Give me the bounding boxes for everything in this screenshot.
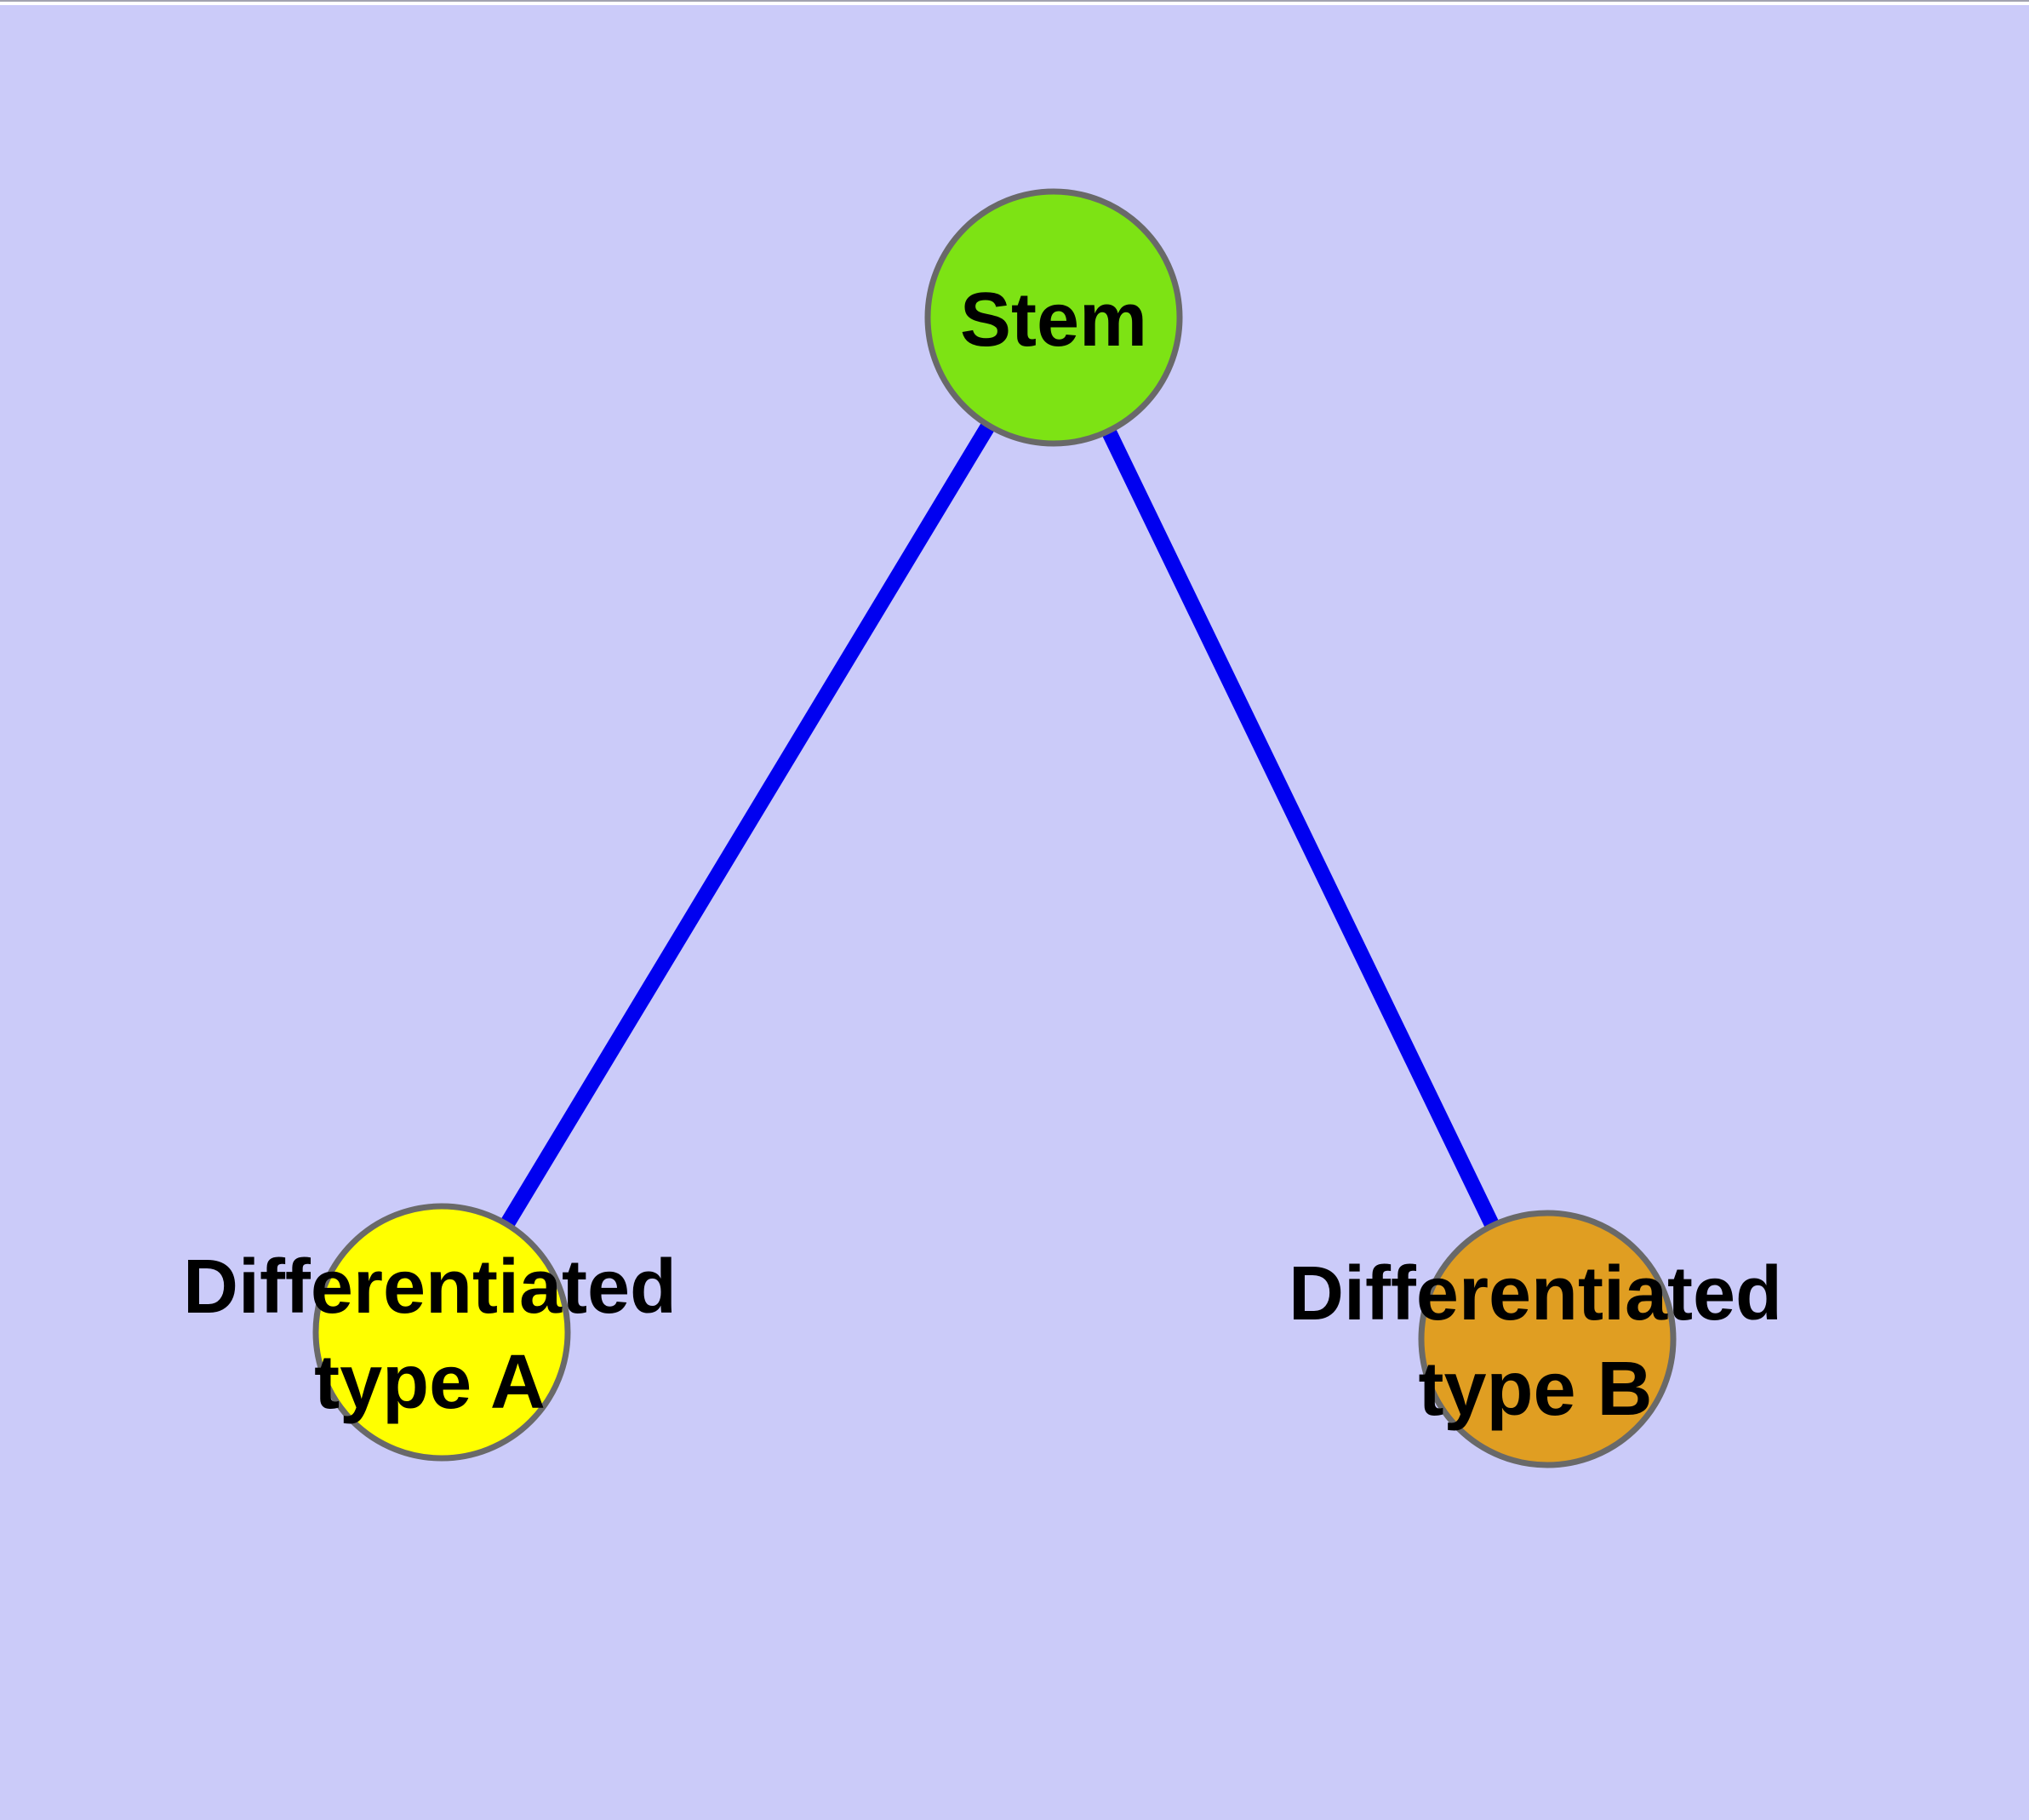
window-top-hairline (0, 0, 2029, 2)
node-label-stem-line-1: Stem (960, 278, 1147, 363)
node-label-differentiated-type-b-line-2: type B (1418, 1347, 1652, 1432)
node-label-differentiated-type-a-line-1: Differentiated (183, 1245, 677, 1330)
edge-stem-to-differentiated-type-a (435, 313, 1060, 1336)
node-differentiated-type-b: Differentiated type B (1289, 1210, 1782, 1468)
node-circle-differentiated-type-b (1418, 1210, 1677, 1468)
node-circle-differentiated-type-a (312, 1203, 571, 1462)
node-label-differentiated-type-a-line-2: type A (314, 1340, 546, 1425)
node-differentiated-type-a: Differentiated type A (183, 1203, 677, 1462)
node-label-differentiated-type-b-line-1: Differentiated (1289, 1251, 1782, 1336)
node-circle-stem (924, 188, 1183, 447)
node-stem: Stem (924, 188, 1183, 447)
edge-stem-to-differentiated-type-b (1046, 314, 1555, 1342)
window-top-highlight (0, 2, 2029, 5)
